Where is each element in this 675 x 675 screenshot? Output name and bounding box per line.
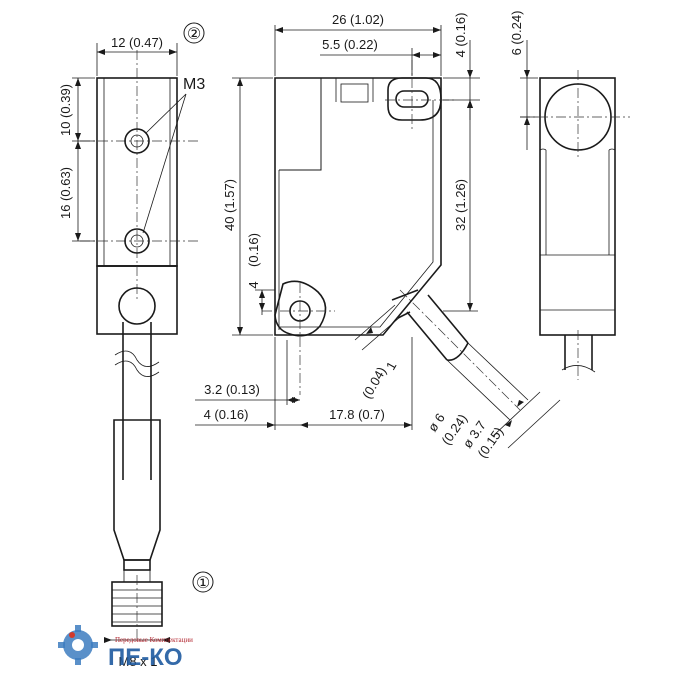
dim-width-4: 4 (0.16) <box>204 407 249 422</box>
left-view: 12 (0.47) 10 (0.39) 16 (0.63) M3 ② ① M8 … <box>58 22 214 669</box>
dim-height-10: 10 (0.39) <box>58 84 73 136</box>
dim-height-4-side-value: 4 <box>246 281 261 288</box>
dim-height-16: 16 (0.63) <box>58 167 73 219</box>
callout-mounting: ② <box>187 26 201 43</box>
right-housing <box>539 77 616 336</box>
dim-width-17-8: 17.8 (0.7) <box>329 407 385 422</box>
label-connector-thread: M8 x 1 <box>118 654 157 669</box>
dim-height-40: 40 (1.57) <box>222 179 237 231</box>
connector-body <box>113 419 161 561</box>
middle-view: 26 (1.02) 5.5 (0.22) 4 (0.16) 40 (1.57) … <box>195 12 561 461</box>
mount-boss-bottom <box>274 280 327 337</box>
label-m3: M3 <box>183 76 205 93</box>
dim-width-12: 12 (0.47) <box>111 35 163 50</box>
right-view: 6 (0.24) <box>509 11 630 380</box>
dim-width-5-5: 5.5 (0.22) <box>322 37 378 52</box>
dim-one-inch: (0.04) <box>359 364 389 401</box>
callout-connector: ① <box>196 575 210 592</box>
dim-height-4-side-inch: (0.16) <box>246 233 261 267</box>
slot-hole-top <box>387 77 442 121</box>
mounting-hole-lower <box>124 228 150 254</box>
dim-width-3-2: 3.2 (0.13) <box>204 382 260 397</box>
watermark-brand: ПЕ-КО <box>108 644 183 671</box>
dim-width-26: 26 (1.02) <box>332 12 384 27</box>
dim-height-4-top: 4 (0.16) <box>453 13 468 58</box>
dim-height-6: 6 (0.24) <box>509 11 524 56</box>
watermark-subtitle: Передовые Комплектации <box>115 636 193 644</box>
mounting-hole-upper <box>124 128 150 154</box>
dim-height-32: 32 (1.26) <box>453 179 468 231</box>
gear-icon <box>58 625 98 665</box>
watermark-logo: Передовые Комплектации ПЕ-КО <box>58 625 193 671</box>
